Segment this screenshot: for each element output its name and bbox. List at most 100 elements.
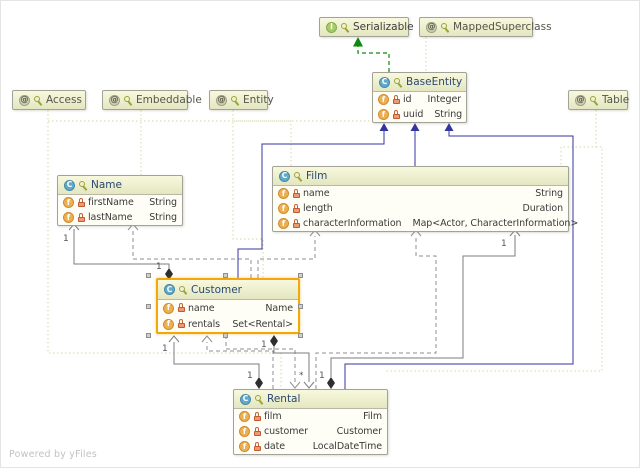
- field-row-firstname: f firstName String: [58, 195, 182, 210]
- field-row-characterinformation: f characterInformation Map<Actor, Charac…: [273, 216, 578, 231]
- edge-table-film: [560, 110, 597, 166]
- class-icon: C: [379, 76, 390, 88]
- lock-icon: [392, 94, 400, 105]
- field-type: Integer: [427, 94, 462, 105]
- composition-diamonds: [165, 268, 335, 389]
- annotation-node-access[interactable]: @ Access: [12, 90, 86, 110]
- lock-icon: [77, 212, 85, 223]
- multiplicity-labels: 1 1 1 1 1 * 1 1: [63, 234, 507, 381]
- class-icon: C: [279, 170, 290, 182]
- annotation-icon: @: [575, 94, 586, 106]
- field-row-name: f name Name: [158, 300, 298, 316]
- access-header: @ Access: [13, 91, 85, 109]
- multiplicity-label: *: [299, 371, 304, 381]
- name-header: C Name: [58, 176, 182, 195]
- key-icon: [590, 95, 598, 105]
- edge-customer-rentals-field: [273, 347, 310, 382]
- field-name: name: [188, 302, 215, 314]
- class-name: Film: [306, 170, 328, 182]
- field-icon: f: [239, 411, 250, 422]
- selection-handle-w[interactable]: [146, 304, 151, 309]
- class-icon: C: [164, 284, 175, 295]
- edge-rental-customer-field: [173, 342, 260, 377]
- class-name: Customer: [191, 283, 243, 296]
- interface-name: Serializable: [353, 21, 414, 33]
- diamond-customer-rentals: [270, 335, 278, 347]
- association-edges: [73, 229, 516, 382]
- film-header: C Film: [273, 167, 568, 186]
- multiplicity-label: 1: [63, 234, 69, 244]
- multiplicity-label: 1: [261, 340, 267, 350]
- class-node-baseentity[interactable]: C BaseEntity f id Integer f uuid String: [372, 72, 467, 123]
- annotation-node-entity[interactable]: @ Entity: [209, 90, 274, 110]
- edge-access-rental: [47, 110, 282, 388]
- selection-handle-se[interactable]: [298, 333, 303, 338]
- lock-icon: [77, 197, 85, 208]
- field-icon: f: [378, 109, 389, 120]
- lock-icon: [253, 441, 261, 452]
- class-name: Rental: [267, 393, 301, 405]
- annotation-node-table[interactable]: @ Table: [568, 90, 629, 110]
- lock-icon: [292, 218, 300, 229]
- annotation-node-embeddable[interactable]: @ Embeddable: [102, 90, 202, 110]
- embeddable-header: @ Embeddable: [103, 91, 202, 109]
- class-node-film[interactable]: C Film f name String f length Duration f…: [272, 166, 578, 232]
- field-type: Customer: [336, 426, 382, 437]
- annotation-node-mappedsuperclass[interactable]: @ MappedSuperclass: [419, 17, 552, 37]
- field-icon: f: [163, 302, 174, 314]
- field-icon: f: [378, 94, 389, 105]
- field-name: firstName: [88, 197, 134, 208]
- selection-handle-ne[interactable]: [298, 273, 303, 278]
- field-row-customer: f customer Customer: [234, 424, 387, 439]
- diamond-rental-film: [327, 377, 335, 389]
- class-node-name[interactable]: C Name f firstName String f lastName Str…: [57, 175, 183, 226]
- annotation-name: Access: [46, 94, 82, 106]
- field-type: String: [434, 109, 463, 120]
- customer-header: C Customer: [158, 280, 298, 300]
- key-icon: [179, 285, 187, 295]
- annotation-icon: @: [426, 21, 437, 33]
- serializable-header: I Serializable: [320, 18, 414, 36]
- lock-icon: [177, 303, 185, 313]
- lock-icon: [292, 203, 300, 214]
- lock-icon: [392, 109, 400, 120]
- interface-node-serializable[interactable]: I Serializable: [319, 17, 414, 37]
- edge-customer-dep-name: [132, 230, 252, 278]
- class-icon: C: [64, 179, 75, 191]
- edge-customer-extends-baseentity: [237, 130, 385, 278]
- selection-handle-n[interactable]: [223, 273, 228, 278]
- edge-rental-extends-baseentity: [344, 130, 574, 389]
- edge-customer-dep-rental: [225, 335, 296, 382]
- field-name: customer: [264, 426, 308, 437]
- selection-handle-e[interactable]: [298, 304, 303, 309]
- field-icon: f: [278, 203, 289, 214]
- multiplicity-label: 1: [319, 371, 325, 381]
- multiplicity-label: 1: [501, 239, 507, 249]
- class-node-rental[interactable]: C Rental f film Film f customer Customer…: [233, 389, 388, 455]
- field-name: characterInformation: [303, 218, 402, 229]
- class-name: BaseEntity: [406, 76, 463, 88]
- field-row-rentals: f rentals Set<Rental>: [158, 316, 298, 332]
- field-row-length: f length Duration: [273, 201, 568, 216]
- table-header: @ Table: [569, 91, 629, 109]
- annotation-dotted-edges: [47, 37, 603, 388]
- field-name: date: [264, 441, 286, 452]
- field-type: Duration: [522, 203, 564, 214]
- selection-handle-s[interactable]: [223, 333, 228, 338]
- interface-icon: I: [326, 21, 337, 33]
- field-name: name: [303, 188, 330, 199]
- field-type: String: [535, 188, 563, 199]
- key-icon: [255, 394, 263, 404]
- selection-handle-sw[interactable]: [146, 333, 151, 338]
- field-type: Set<Rental>: [232, 318, 293, 330]
- key-icon: [124, 95, 132, 105]
- annotation-icon: @: [19, 94, 30, 106]
- class-node-customer[interactable]: C Customer f name Name f rentals Set<Ren…: [156, 278, 300, 334]
- field-icon: f: [278, 218, 289, 229]
- lock-icon: [292, 188, 300, 199]
- inheritance-edges: [237, 130, 574, 389]
- inheritance-arrowheads: [379, 123, 454, 131]
- selection-handle-nw[interactable]: [146, 273, 151, 278]
